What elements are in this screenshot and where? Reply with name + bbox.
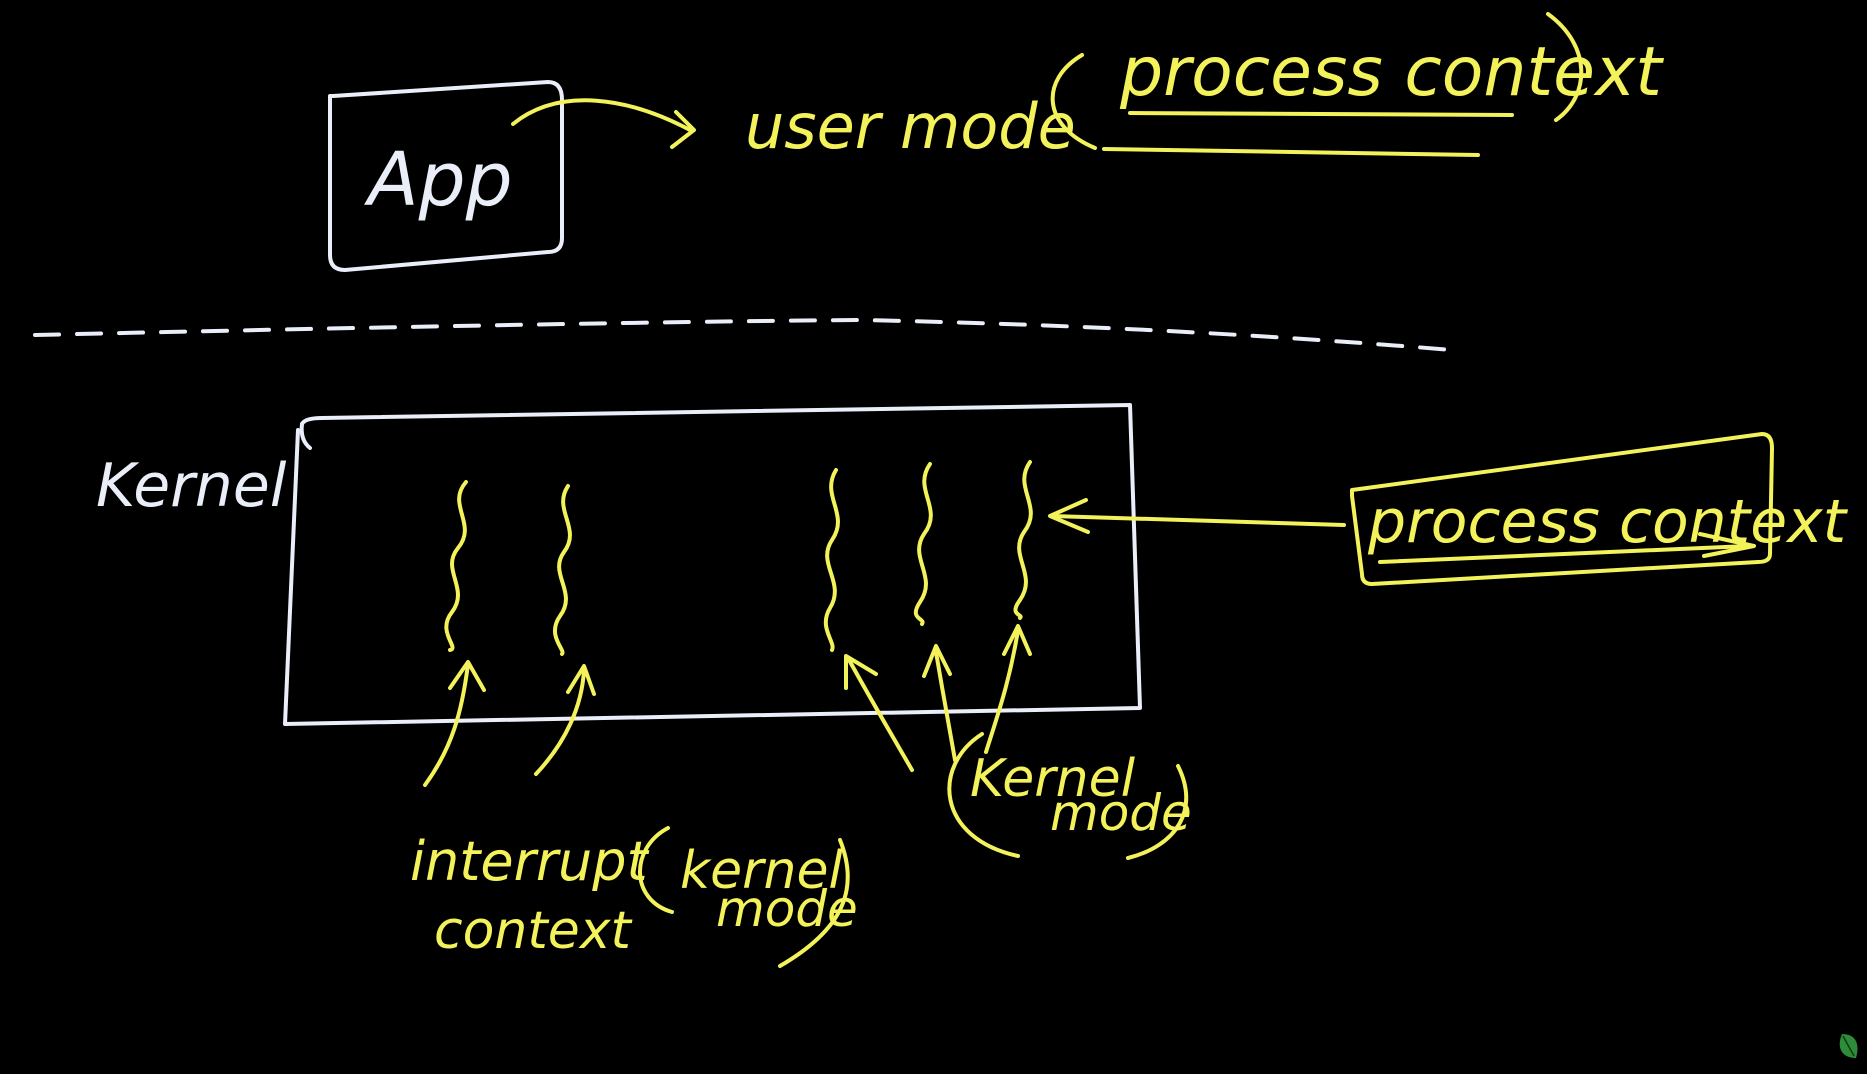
process-context-right-box: process context: [1350, 432, 1849, 586]
left-paren-top: [1050, 53, 1097, 150]
leaf-icon: [1839, 1034, 1858, 1058]
app-label: App: [364, 137, 513, 223]
kernel-mode-left-label-line1: kernel: [680, 841, 843, 901]
kernel-box: [283, 403, 1142, 726]
right-paren-top: [1546, 12, 1584, 122]
user-mode-label: user mode: [745, 90, 1076, 163]
kernel-label: Kernel: [96, 451, 287, 521]
app-to-user-mode-arrow: [511, 98, 696, 149]
left-paren-kernel-mode: [947, 732, 1020, 858]
interrupt-arrow-1: [423, 662, 470, 787]
interrupt-context-label-line1: interrupt: [410, 830, 650, 893]
process-context-right-label: process context: [1367, 487, 1849, 557]
thread-1: [444, 480, 468, 652]
right-paren-interrupt: [778, 838, 850, 968]
kernel-mode-arrow-1: [846, 656, 914, 772]
kernel-mode-right-label-line1: Kernel: [970, 749, 1136, 809]
thread-5: [1013, 460, 1033, 620]
process-context-to-threads-arrow: [1048, 498, 1346, 534]
thread-3: [823, 468, 840, 652]
right-paren-kernel-mode: [1126, 764, 1189, 860]
app-box: App: [328, 80, 564, 272]
process-context-top-underline-2: [1102, 147, 1480, 157]
kernel-mode-arrows: [844, 624, 1032, 772]
interrupt-arrow-2: [534, 668, 586, 776]
left-paren-interrupt: [638, 826, 674, 914]
thread-2: [552, 484, 572, 656]
user-kernel-boundary: [33, 318, 1454, 352]
threads: [444, 460, 1033, 656]
kernel-mode-right-label-line2: mode: [1050, 784, 1192, 842]
process-context-top-underline-1: [1128, 111, 1514, 117]
kernel-mode-arrow-2: [934, 650, 957, 762]
interrupt-context-label-line2: context: [434, 901, 633, 961]
kernel-mode-arrow-3: [984, 628, 1020, 754]
interrupt-arrows: [423, 660, 596, 787]
kernel-mode-left-label-line2: mode: [716, 880, 858, 938]
thread-4: [913, 462, 933, 626]
